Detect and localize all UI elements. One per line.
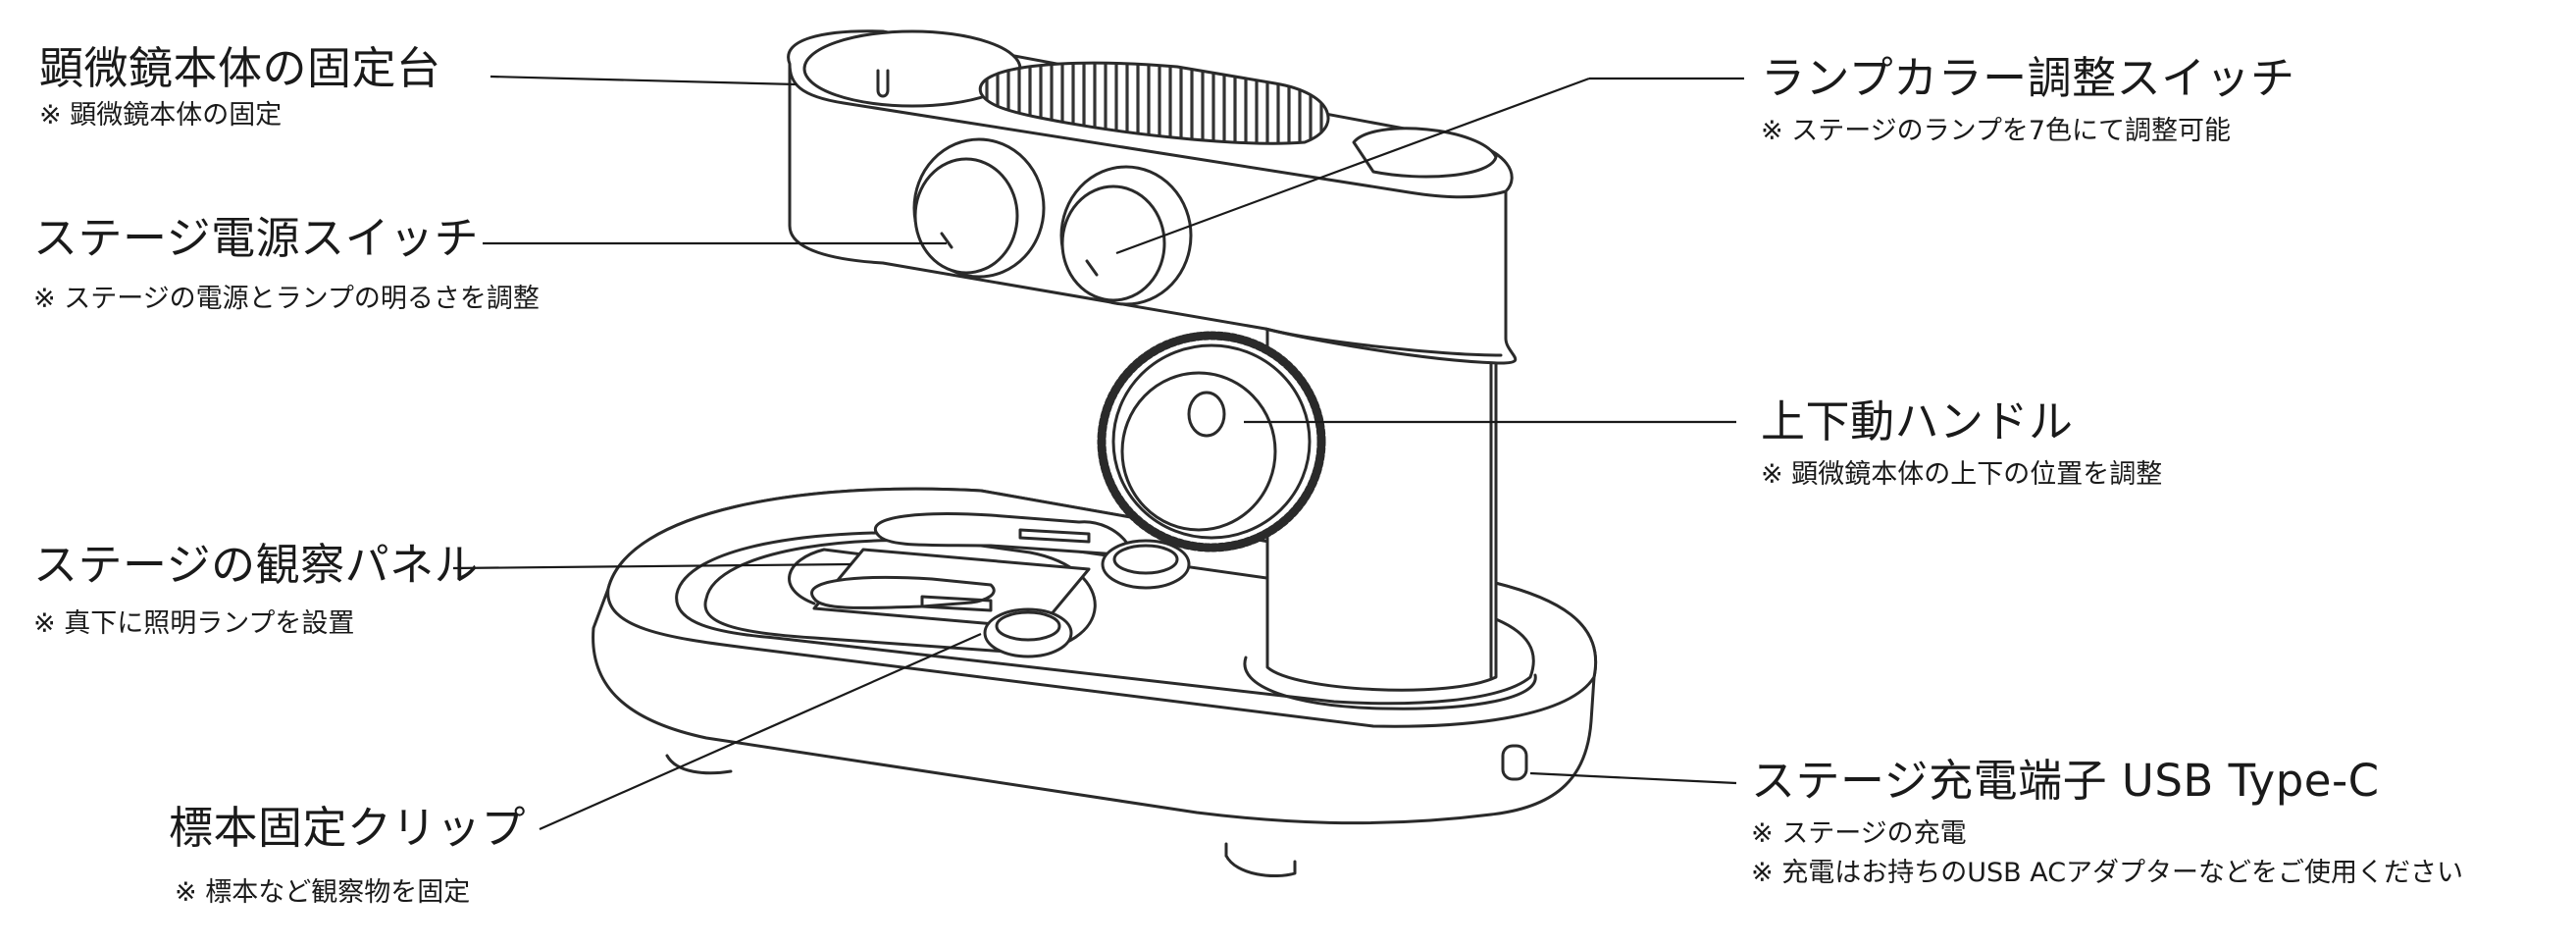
label-charging-port: ステージ充電端子 USB Type-C ※ ステージの充電 ※ 充電はお持ちのU…	[1751, 754, 2463, 893]
label-stand: 顕微鏡本体の固定台 ※ 顕微鏡本体の固定	[39, 41, 441, 135]
label-power-switch: ステージ電源スイッチ ※ ステージの電源とランプの明るさを調整	[33, 211, 540, 319]
label-observation-panel-title: ステージの観察パネル	[33, 539, 480, 591]
label-lamp-color-switch: ランプカラー調整スイッチ ※ ステージのランプを7色にて調整可能	[1761, 51, 2295, 151]
focus-handle	[1097, 331, 1326, 552]
leader-clip	[539, 632, 982, 831]
leader-stand	[489, 75, 798, 86]
label-focus-handle-title: 上下動ハンドル	[1761, 395, 2074, 447]
label-stand-title: 顕微鏡本体の固定台	[39, 42, 441, 94]
leader-panel	[452, 562, 852, 570]
label-observation-panel: ステージの観察パネル ※ 真下に照明ランプを設置	[33, 538, 479, 644]
label-specimen-clip: 標本固定クリップ ※ 標本など観察物を固定	[169, 801, 526, 913]
lamp-color-knob	[1059, 165, 1193, 306]
label-lamp-color-switch-title: ランプカラー調整スイッチ	[1761, 52, 2295, 104]
pillar	[1243, 312, 1537, 710]
label-charging-port-title: ステージ充電端子 USB Type-C	[1751, 755, 2380, 807]
label-power-switch-note: ※ ステージの電源とランプの明るさを調整	[33, 284, 540, 314]
label-stand-note: ※ 顕微鏡本体の固定	[39, 100, 283, 131]
label-lamp-color-switch-note: ※ ステージのランプを7色にて調整可能	[1761, 116, 2232, 146]
label-charging-port-note: ※ ステージの充電	[1751, 818, 1967, 849]
label-specimen-clip-title: 標本固定クリップ	[169, 802, 527, 854]
power-knob	[912, 137, 1046, 279]
label-charging-port-note2: ※ 充電はお持ちのUSB ACアダプターなどをご使用ください	[1751, 858, 2464, 888]
leader-usb	[1529, 771, 1737, 785]
label-specimen-clip-note: ※ 標本など観察物を固定	[175, 877, 471, 908]
label-power-switch-title: ステージ電源スイッチ	[33, 212, 480, 264]
leader-lamp-color-diag	[1115, 77, 1590, 255]
specimen-clips	[810, 512, 1191, 658]
leader-lines	[452, 75, 1744, 831]
label-observation-panel-note: ※ 真下に照明ランプを設置	[33, 608, 355, 639]
usb-c-port	[1501, 744, 1528, 781]
label-focus-handle: 上下動ハンドル ※ 顕微鏡本体の上下の位置を調整	[1761, 394, 2162, 495]
label-focus-handle-note: ※ 顕微鏡本体の上下の位置を調整	[1761, 459, 2163, 490]
